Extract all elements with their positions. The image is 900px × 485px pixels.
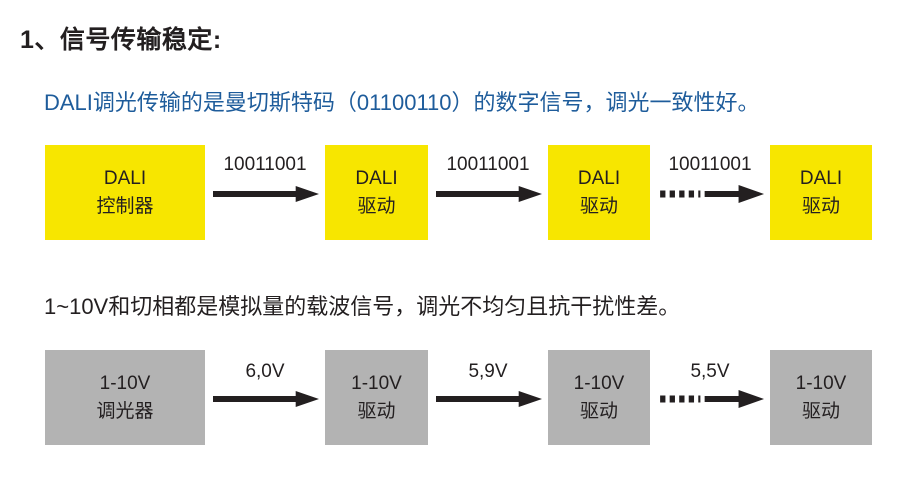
arrow-right-icon: [213, 390, 319, 408]
dali-connector-3-label: 10011001: [668, 154, 752, 175]
node-line1: 1-10V: [99, 372, 151, 394]
analog-connector-3: 5,5V: [650, 350, 770, 445]
arrow-right-dashed-icon: [658, 390, 764, 408]
analog-caption: 1~10V和切相都是模拟量的载波信号，调光不均匀且抗干扰性差。: [44, 294, 681, 319]
dali-connector-3: 10011001: [650, 145, 770, 240]
dali-flow-row: DALI 控制器 10011001 DALI 驱动 10011001: [0, 145, 900, 245]
node-line1: DALI: [577, 167, 621, 189]
analog-connector-3-label: 5,5V: [690, 361, 730, 382]
node-line1: 1-10V: [795, 372, 847, 394]
dali-connector-1: 10011001: [205, 145, 325, 240]
node-line1: 1-10V: [573, 372, 625, 394]
node-line2: 驱动: [579, 195, 618, 217]
dali-caption: DALI调光传输的是曼切斯特码（01100110）的数字信号，调光一致性好。: [44, 90, 760, 115]
analog-connector-2: 5,9V: [428, 350, 548, 445]
analog-connector-1: 6,0V: [205, 350, 325, 445]
analog-connector-2-label: 5,9V: [468, 361, 508, 382]
node-line2: 驱动: [801, 400, 840, 422]
node-line1: DALI: [799, 167, 843, 189]
dali-connector-2: 10011001: [428, 145, 548, 240]
node-line2: 驱动: [801, 195, 840, 217]
node-line2: 驱动: [579, 400, 618, 422]
node-line2: 驱动: [357, 400, 396, 422]
analog-flow-row: 1-10V 调光器 6,0V 1-10V 驱动 5,9V: [0, 350, 900, 450]
arrow-right-icon: [436, 390, 542, 408]
node-line1: DALI: [103, 167, 147, 189]
dali-node-driver-3: DALI 驱动: [770, 145, 872, 240]
node-line1: DALI: [355, 167, 398, 189]
analog-node-driver-3: 1-10V 驱动: [770, 350, 872, 445]
dali-node-driver-1: DALI 驱动: [325, 145, 428, 240]
node-line2: 调光器: [96, 400, 154, 422]
dali-node-driver-2: DALI 驱动: [548, 145, 650, 240]
analog-connector-1-label: 6,0V: [245, 361, 285, 382]
arrow-right-dashed-icon: [658, 185, 764, 203]
arrow-right-icon: [213, 185, 319, 203]
section-title: 1、信号传输稳定:: [20, 26, 222, 54]
dali-connector-2-label: 10011001: [446, 154, 530, 175]
dali-node-controller: DALI 控制器: [45, 145, 205, 240]
node-line1: 1-10V: [351, 372, 402, 394]
dali-connector-1-label: 10011001: [223, 154, 307, 175]
analog-node-driver-1: 1-10V 驱动: [325, 350, 428, 445]
analog-node-driver-2: 1-10V 驱动: [548, 350, 650, 445]
node-line2: 驱动: [357, 195, 396, 217]
node-line2: 控制器: [96, 195, 154, 217]
arrow-right-icon: [436, 185, 542, 203]
analog-node-dimmer: 1-10V 调光器: [45, 350, 205, 445]
